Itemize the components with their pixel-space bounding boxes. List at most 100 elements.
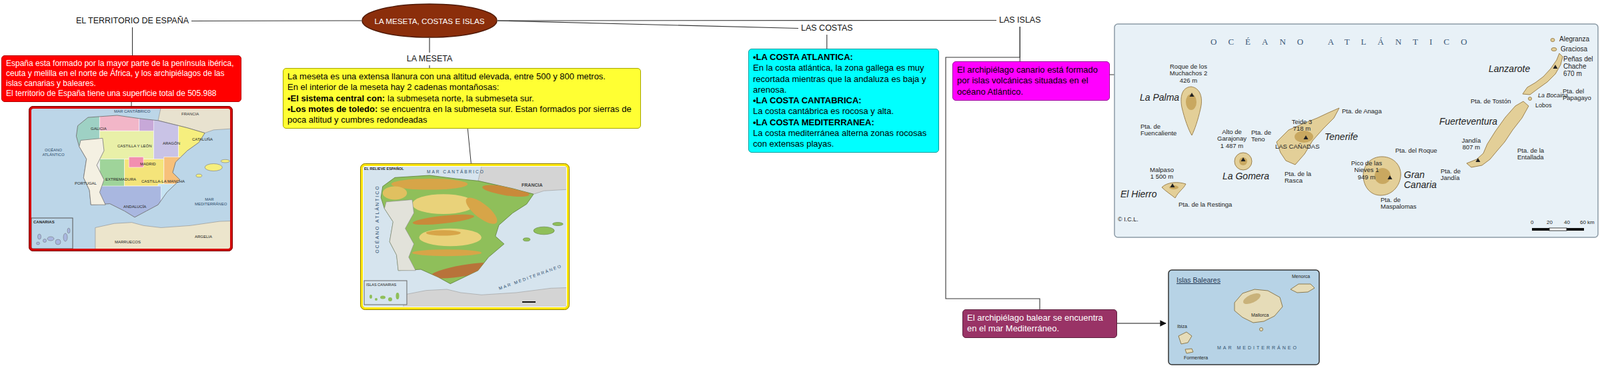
islands bbox=[1178, 284, 1315, 354]
concept-label: LAS COSTAS bbox=[798, 22, 856, 35]
coast-box: •LA COSTA ATLANTICA:En la costa atlántic… bbox=[748, 48, 940, 153]
map-label: Fuerteventura bbox=[1439, 116, 1498, 127]
map-shape bbox=[1170, 183, 1176, 188]
island bbox=[552, 222, 564, 227]
map-label: ARGELIA bbox=[194, 234, 213, 240]
map-label: Pta. de la Entallada bbox=[1517, 147, 1558, 162]
map-label: FRANCIA bbox=[181, 112, 199, 117]
islands bbox=[1161, 38, 1563, 199]
connector bbox=[497, 20, 997, 22]
peak-symbols bbox=[1170, 64, 1558, 188]
connector bbox=[826, 34, 828, 49]
map-label: Menorca bbox=[1291, 274, 1310, 280]
map-shape bbox=[1185, 348, 1194, 354]
scale-bar bbox=[522, 301, 536, 303]
map-shape bbox=[411, 212, 475, 227]
map-label: 0 bbox=[1530, 220, 1534, 227]
map-shape bbox=[99, 159, 125, 189]
map-shape bbox=[99, 130, 154, 159]
ellipse-shape bbox=[362, 4, 497, 38]
map-shape bbox=[1553, 64, 1558, 69]
map-label: Pta. de Anaga bbox=[1341, 108, 1382, 115]
map-shape bbox=[426, 230, 461, 236]
island bbox=[388, 297, 393, 302]
map-label: Islas Baleares bbox=[1176, 276, 1221, 285]
map-shape bbox=[1161, 182, 1186, 199]
connector bbox=[191, 20, 362, 22]
map-shape bbox=[1234, 152, 1252, 171]
node-text: La meseta es una extensa llanura con una… bbox=[287, 71, 606, 82]
map-label: Alegranza bbox=[1559, 35, 1590, 43]
map-shape bbox=[1189, 92, 1195, 97]
map-label: Pta. de Tostón bbox=[1470, 98, 1512, 105]
map-shape bbox=[1241, 157, 1246, 162]
island bbox=[533, 226, 555, 235]
node-text: España esta formado por la mayor parte d… bbox=[6, 58, 235, 89]
map-shape bbox=[1259, 328, 1264, 332]
map-label: GALICIA bbox=[90, 126, 107, 132]
balearic-box: El archipiélago balear se encuentra en e… bbox=[962, 309, 1118, 339]
map-label: Alto de Garajonay 1 487 m bbox=[1215, 128, 1249, 150]
node-text: •LA COSTA MEDITERRANEA: bbox=[752, 117, 875, 128]
node-text: En la costa atlántica, la zona gallega e… bbox=[752, 62, 926, 95]
concept-label: LAS ISLAS bbox=[996, 14, 1044, 27]
map-label: Tenerife bbox=[1324, 132, 1358, 143]
map-label: Pta. de Maspalomas bbox=[1380, 196, 1421, 211]
map-label: CANARIAS bbox=[33, 220, 55, 225]
node-text: El territorio de España tiene una superf… bbox=[6, 88, 217, 99]
map-shape bbox=[178, 110, 223, 157]
map-shape bbox=[412, 249, 482, 257]
map-shape bbox=[1239, 157, 1248, 166]
node-text: la submeseta norte, la submeseta sur. bbox=[387, 93, 535, 104]
map-label: EXTREMADURA bbox=[105, 177, 137, 183]
inset-frame bbox=[364, 280, 407, 305]
map-shape bbox=[382, 186, 407, 201]
island bbox=[396, 292, 400, 300]
island bbox=[43, 239, 47, 243]
map-label: © I.C.L. bbox=[1117, 216, 1139, 224]
map-label: MAR MEDITERRÁNEO bbox=[194, 197, 225, 207]
map-label: Malpaso 1 500 m bbox=[1148, 166, 1176, 181]
map-label: PORTUGAL bbox=[74, 181, 97, 187]
image-frame bbox=[29, 106, 233, 252]
map-label: Pta. de Jandía bbox=[1440, 168, 1468, 183]
map-label: CATALUÑA bbox=[192, 137, 213, 143]
node-text: •Los motes de toledo: bbox=[287, 104, 378, 115]
map-label: ISLAS CANARIAS bbox=[366, 282, 397, 287]
canary-box: El archipiélago canario está formado por… bbox=[952, 61, 1110, 101]
connector bbox=[497, 20, 799, 29]
map-label: CASTILLA-LA MANCHA bbox=[141, 179, 185, 185]
relief bbox=[1241, 291, 1262, 307]
map-shape bbox=[1178, 332, 1192, 345]
node-text: La costa cantábrica es rocosa y alta. bbox=[752, 106, 894, 117]
map-label: LAS CAÑADAS bbox=[1275, 143, 1320, 151]
node-text: •LA COSTA ATLANTICA: bbox=[752, 52, 854, 63]
peninsula bbox=[380, 175, 534, 285]
definition-box: España esta formado por la mayor parte d… bbox=[1, 55, 242, 103]
node-text: LAS COSTAS bbox=[801, 23, 854, 33]
map-label: El Hierro bbox=[1120, 189, 1157, 200]
map-shape bbox=[1566, 228, 1584, 231]
map-label: Jandía 807 m bbox=[1457, 137, 1486, 152]
node-text: El archipiélago balear se encuentra en e… bbox=[967, 312, 1104, 334]
island bbox=[36, 242, 41, 245]
map-shape bbox=[428, 259, 500, 282]
node-text: LAS ISLAS bbox=[999, 15, 1042, 25]
sea bbox=[1114, 24, 1598, 238]
node-text: LA MESETA bbox=[406, 54, 453, 64]
concept-label: LA MESETA bbox=[404, 52, 456, 66]
map-label: MAR CANTÁBRICO bbox=[114, 109, 151, 115]
map-label: ANDALUCÍA bbox=[123, 204, 147, 210]
map-label: FRANCIA bbox=[521, 182, 543, 189]
node-text: EL TERRITORIO DE ESPAÑA bbox=[76, 16, 189, 26]
map-label: Pta. del Roque bbox=[1395, 147, 1438, 155]
meseta-box: La meseta es una extensa llanura con una… bbox=[282, 68, 641, 129]
map-shape bbox=[1294, 130, 1314, 143]
map-label: CASTILLA Y LEÓN bbox=[117, 144, 152, 149]
concept-label: EL TERRITORIO DE ESPAÑA bbox=[73, 14, 192, 28]
node-text: LA MESETA, COSTAS E ISLAS bbox=[374, 16, 485, 26]
island bbox=[47, 236, 55, 241]
central-concept: LA MESETA, COSTAS E ISLAS bbox=[361, 3, 498, 39]
